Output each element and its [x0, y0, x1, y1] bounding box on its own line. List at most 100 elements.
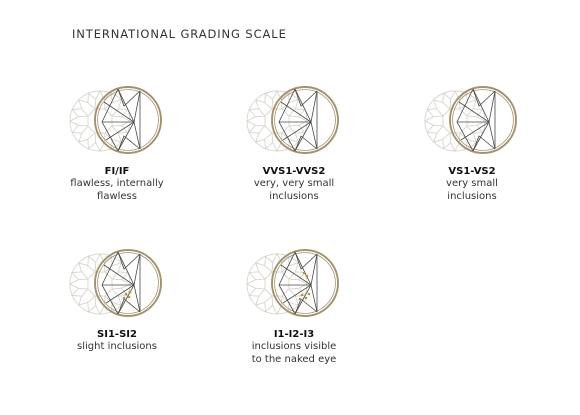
diamond-pavilion-facets [101, 88, 141, 152]
diamond-back-facet-line [264, 295, 273, 303]
diamond-back-facet-line [271, 262, 274, 273]
diamond-back-table [264, 271, 290, 297]
grade-description: inclusions visible to the naked eye [251, 341, 337, 365]
inclusion-dot [300, 293, 304, 297]
diamond-back-facet-line [78, 287, 89, 290]
diamond-back-facet-line [458, 132, 461, 143]
grade-description: very small inclusions [446, 178, 498, 202]
diamond-back-facet-line [271, 99, 274, 110]
diamond-back-facets [69, 90, 131, 152]
facet-line [294, 88, 318, 107]
diamond-back-facet-line [449, 132, 452, 143]
facet-line [294, 135, 318, 152]
inclusion-dot [128, 290, 132, 294]
diamond-back-girdle-facets [246, 253, 308, 315]
diamond-back-facet-line [264, 132, 273, 140]
diamond-pavilion-facets [278, 88, 318, 152]
inclusion-dot [302, 271, 306, 275]
facet-line [117, 88, 141, 107]
facet-line [472, 88, 496, 107]
inclusion-dot [122, 296, 126, 300]
diamond-front [94, 249, 162, 317]
grade-item-fi-if: FI/IF flawless, internally flawless [42, 83, 192, 203]
diamond-back-facets [246, 253, 308, 315]
diamond-back-facet-line [255, 287, 266, 290]
diamond-ring [271, 86, 339, 154]
diamond-back-facet-line [111, 287, 122, 290]
grade-description: very, very small inclusions [253, 178, 335, 202]
diamond-back-facet-line [288, 115, 299, 118]
diamond-back-table [87, 271, 113, 297]
diamond-back-facet-line [81, 288, 89, 297]
grade-code: VVS1-VVS2 [262, 166, 326, 177]
diamond-back-facet-line [78, 278, 89, 281]
diamond-back-girdle-facets [246, 90, 308, 152]
inclusion-dot [124, 292, 128, 296]
inclusion-dot [127, 295, 131, 299]
grade-description: flawless, internally flawless [70, 178, 164, 202]
diamond-back-table [264, 108, 290, 134]
diamond-ring [94, 249, 162, 317]
diamond-front [271, 249, 339, 317]
diamond-back-girdle-facets [69, 253, 131, 315]
diamond-back-facet-line [81, 271, 89, 280]
diamond-back-facet-line [288, 278, 299, 281]
diamond-back-facet-line [111, 115, 122, 118]
diamond-back-facet-line [111, 125, 119, 134]
diamond-back-facet-line [288, 108, 296, 117]
diamond-back-facet-line [288, 271, 296, 280]
diamond-back-facet-line [466, 115, 477, 118]
diamond-back-facet-line [466, 124, 477, 127]
facet-line [472, 135, 496, 152]
inclusion-dot [304, 296, 308, 300]
diamond-icon [69, 249, 162, 317]
diamond-back-facets [69, 253, 131, 315]
diamond-back-facet-line [258, 108, 266, 117]
diamond-back-facet-line [111, 278, 122, 281]
grade-code: VS1-VS2 [448, 166, 496, 177]
diamond-front [94, 86, 162, 154]
diamond-back-facet-line [466, 125, 474, 134]
grade-item-si: SI1-SI2 slight inclusions [42, 246, 192, 354]
diamond-back-facet-line [288, 124, 299, 127]
inclusion-dot [307, 292, 311, 296]
diamond-back-table [87, 108, 113, 134]
diamond-back-facet-line [111, 271, 119, 280]
diamond-icon [246, 86, 339, 154]
diamond-back-facet-line [436, 125, 444, 134]
diamond-back-facet-line [87, 102, 96, 110]
diamond-back-facet-line [103, 295, 106, 306]
diamond-back-facets [424, 90, 486, 152]
page-title: INTERNATIONAL GRADING SCALE [72, 27, 287, 41]
diamond-back-facet-line [258, 125, 266, 134]
diamond-ring-inner [97, 252, 159, 314]
facet-line [310, 90, 318, 150]
diamond-back-facet-line [87, 265, 96, 273]
diamond-pavilion-facets [101, 251, 141, 315]
facet-line [310, 253, 318, 313]
grade-code: SI1-SI2 [97, 329, 137, 340]
diamond-front [449, 86, 517, 154]
diamond-back-facet-line [255, 278, 266, 281]
grade-item-vvs: VVS1-VVS2 very, very small inclusions [219, 83, 369, 203]
diamond-back-facet-line [255, 124, 266, 127]
diamond-back-facet-line [111, 108, 119, 117]
diamond-ring [271, 249, 339, 317]
diamond-ring [449, 86, 517, 154]
facet-line [117, 135, 141, 152]
facet-line [294, 251, 318, 270]
inclusion-dot [298, 297, 302, 301]
diamond-back-facet-line [94, 295, 97, 306]
diamond-icon [246, 249, 339, 317]
grade-code: I1-I2-I3 [273, 329, 315, 340]
diamond-front [271, 86, 339, 154]
facet-line [133, 253, 141, 313]
diamond-back-facet-line [436, 108, 444, 117]
diamond-ring-inner [452, 89, 514, 151]
diamond-back-facet-line [466, 108, 474, 117]
diamond-back-facet-line [288, 125, 296, 134]
diamond-ring-inner [274, 252, 336, 314]
diamond-back-facet-line [442, 132, 451, 140]
diamond-ring [94, 86, 162, 154]
diamond-pavilion-facets [456, 88, 496, 152]
